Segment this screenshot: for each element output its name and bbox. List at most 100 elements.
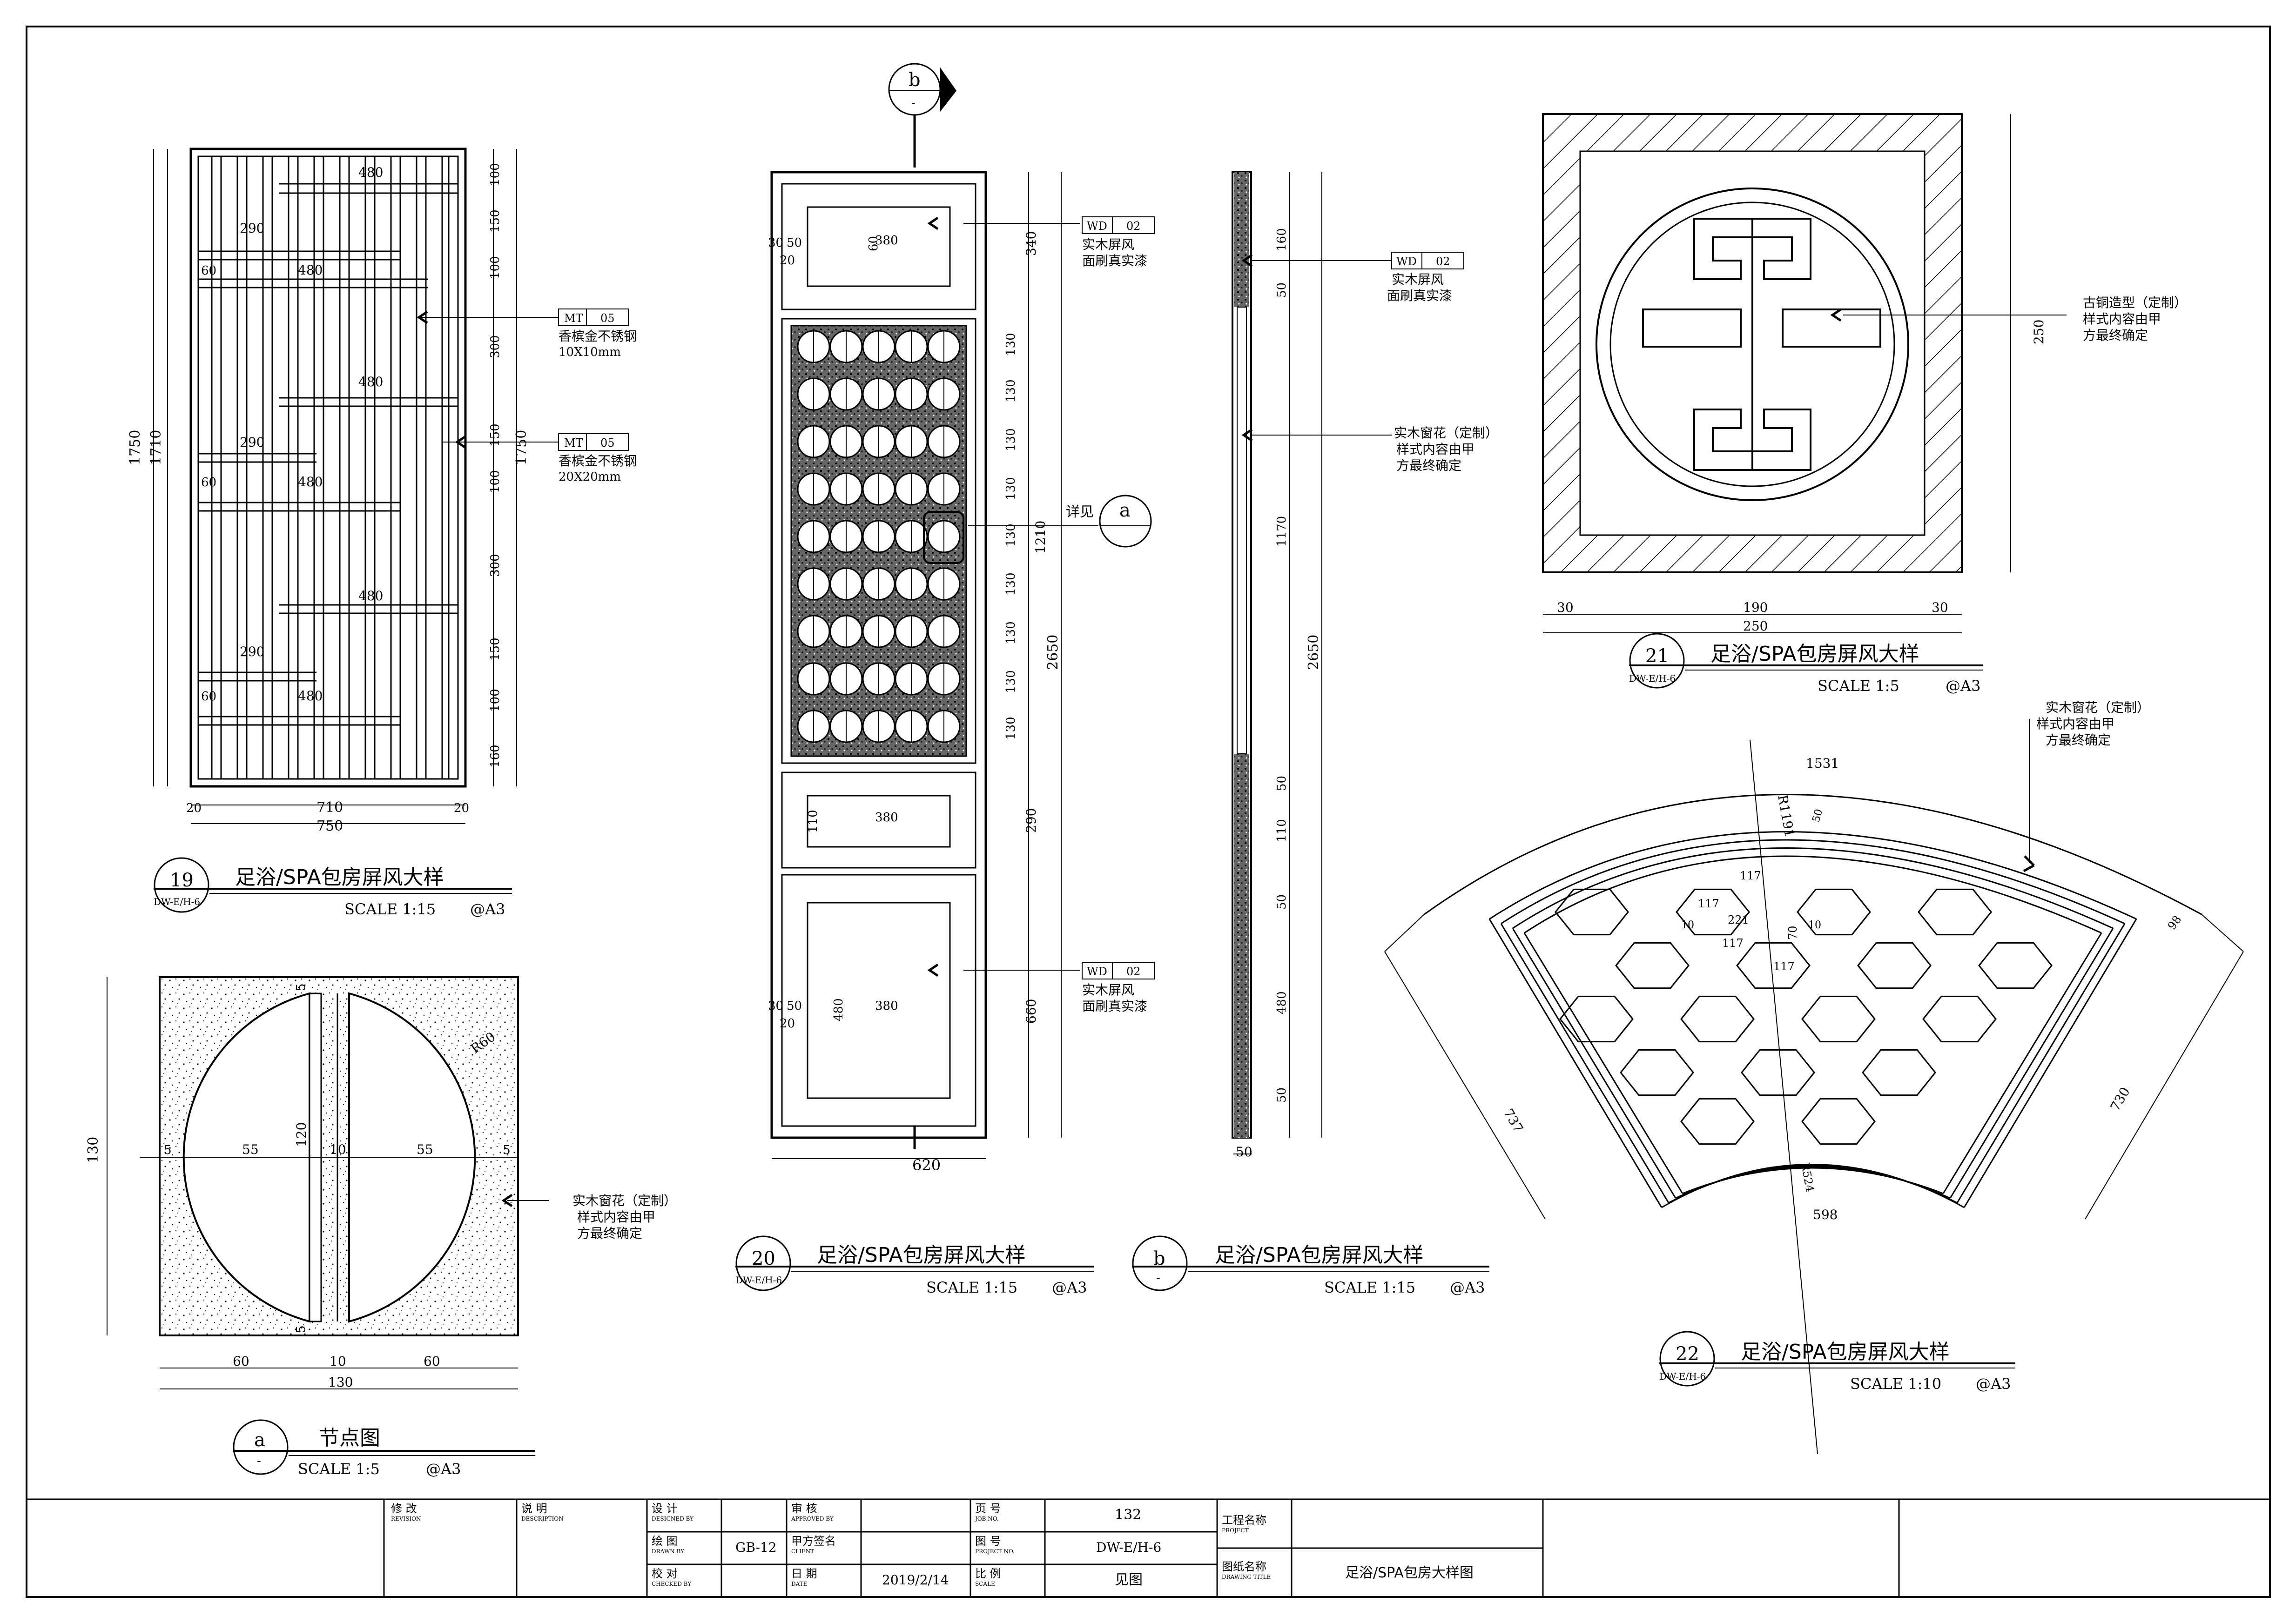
d22-paper: @A3	[1976, 1375, 2011, 1393]
d19-dim-bar: 480	[358, 374, 383, 389]
d20-dim-inner: 380	[875, 999, 898, 1013]
d19-dim-bar: 290	[240, 435, 264, 450]
d22-dim-98: 98	[2165, 913, 2184, 932]
d21-dim-h: 250	[2031, 320, 2047, 344]
d21-note-line3: 方最终确定	[2083, 328, 2148, 343]
section-arrow-icon	[455, 435, 466, 449]
d20-dim-inner: 380	[875, 811, 898, 825]
da-number: a	[254, 1429, 265, 1451]
d20-note-code: 02	[1126, 220, 1141, 233]
d21-number: 21	[1645, 645, 1669, 667]
tb-drawn-en: DRAWN BY	[652, 1548, 685, 1555]
d20-dim-ring: 130	[1004, 523, 1018, 547]
d20-paper: @A3	[1052, 1279, 1087, 1296]
tb-revision: 修 改	[391, 1502, 417, 1515]
tb-drawing-no-en: PROJECT NO.	[975, 1548, 1015, 1555]
d20-dim-ring: 130	[1004, 333, 1018, 356]
tb-project-en: PROJECT	[1222, 1527, 1249, 1534]
d19-paper: @A3	[470, 900, 505, 918]
d22-title: 足浴/SPA包房屏风大样	[1741, 1340, 1950, 1364]
db-paper: @A3	[1450, 1279, 1485, 1296]
d22-number: 22	[1676, 1343, 1699, 1365]
tb-approved: 审 核	[791, 1502, 817, 1515]
d21-note-line1: 古铜造型（定制）	[2083, 295, 2187, 310]
d20-dim-ring: 130	[1004, 428, 1018, 451]
d19-dim-w-total: 750	[316, 818, 343, 834]
tb-scale: 比 例	[975, 1567, 1001, 1580]
db-dim-seg: 1170	[1275, 516, 1289, 547]
lattice-hexagon	[1922, 995, 1997, 1043]
d20-dim-mid: 1210	[1033, 521, 1048, 554]
tb-job: 页 号	[975, 1502, 1001, 1515]
d20-dim-ring: 130	[1004, 621, 1018, 644]
d20-note-line1: 实木屏风	[1082, 237, 1134, 252]
d20-note-tag: WD	[1087, 220, 1107, 233]
tb-approved-en: APPROVED BY	[791, 1516, 834, 1522]
d22-dim-left: 737	[1501, 1106, 1526, 1135]
tb-drawing-title-value: 足浴/SPA包房大样图	[1345, 1565, 1474, 1581]
lattice-hexagon	[1736, 942, 1811, 989]
d22-dim-10: 10	[1808, 919, 1821, 931]
d20-dim-ring: 130	[1004, 379, 1018, 402]
tb-job-en: JOB NO.	[974, 1516, 999, 1522]
db-sheet-ref: -	[1156, 1271, 1160, 1285]
d20-dim-ring: 130	[1004, 572, 1018, 596]
detail-marker-a	[1099, 495, 1152, 548]
d22-dim-arc-bottom: 598	[1813, 1207, 1838, 1222]
da-dim-b60b: 60	[424, 1354, 440, 1369]
db-dim-total: 2650	[1306, 635, 1322, 670]
d22-scale: SCALE 1:10	[1850, 1375, 1941, 1393]
da-dim-55b: 55	[417, 1142, 433, 1157]
db-note-code: 02	[1436, 255, 1450, 268]
detail-callout-box	[923, 511, 964, 564]
d20-dim-ring: 130	[1004, 670, 1018, 693]
d19-dim-h-total: 1750	[127, 430, 143, 465]
d19-dim-left60: 60	[201, 264, 216, 278]
da-sheet-ref: -	[257, 1454, 261, 1468]
tb-scale-en: SCALE	[975, 1581, 995, 1587]
d19-note-code: 05	[600, 436, 615, 449]
d21-title: 足浴/SPA包房屏风大样	[1710, 642, 1919, 666]
d20-dim-top: 340	[1023, 231, 1039, 256]
db-dim-seg: 50	[1275, 1087, 1289, 1103]
drawing-b-section: 50 2650 160 50 1170 50 110 50 480 50 WD …	[1132, 171, 1498, 1296]
drawing-21-bronze-ornament: 250 30 190 30 250 古铜造型（定制） 样式内容由甲 方最终确定 …	[1542, 113, 2187, 695]
d19-dim-bar: 480	[298, 262, 323, 278]
d19-dim-e20-right: 20	[454, 801, 469, 815]
d20-dim-inner480: 480	[832, 998, 846, 1021]
d19-note-tag: MT	[564, 436, 583, 449]
lattice-hexagon	[1857, 942, 1932, 989]
d22-dim-70: 70	[1786, 926, 1799, 940]
db-note2-line1: 实木窗花（定制）	[1394, 425, 1498, 441]
lattice-hexagon	[1918, 888, 1992, 936]
d19-dim-right: 100	[488, 256, 502, 279]
d22-dim-right: 730	[2107, 1085, 2133, 1114]
section-arrow-icon	[501, 1194, 513, 1207]
d22-dim-hex: 117	[1722, 937, 1744, 950]
d20-detail-ref: a	[1119, 500, 1131, 521]
da-dim-w: 130	[328, 1375, 353, 1390]
d21-sheet-ref: DW-E/H-6	[1629, 673, 1676, 684]
d19-dim-w-inner: 710	[316, 799, 343, 816]
d20-dim-30: 30	[768, 999, 783, 1013]
d21-dim-left: 30	[1557, 600, 1574, 615]
d20-detail-label: 详见	[1066, 504, 1094, 520]
section-arrow-icon	[1241, 428, 1253, 442]
d20-dim-20: 20	[780, 1017, 795, 1031]
da-dim-h: 130	[85, 1137, 101, 1163]
lattice-hexagon	[1862, 1049, 1936, 1096]
d19-dim-left60: 60	[201, 690, 216, 704]
d19-scale: SCALE 1:15	[344, 900, 436, 918]
tb-drawing-title: 图纸名称	[1222, 1560, 1266, 1573]
da-dim-5: 5	[164, 1143, 172, 1157]
d19-dim-right: 150	[488, 423, 502, 447]
da-dim-inner: 120	[294, 1122, 309, 1147]
db-number: b	[1153, 1248, 1165, 1269]
section-arrow-icon	[927, 216, 939, 230]
db-scale: SCALE 1:15	[1324, 1279, 1415, 1296]
d19-note-tag: MT	[564, 312, 583, 325]
tb-designed-en: DESIGNED BY	[652, 1516, 694, 1522]
d19-note-line1: 香槟金不锈钢	[559, 329, 637, 344]
d20-dim-panel3: 290	[1023, 808, 1039, 833]
